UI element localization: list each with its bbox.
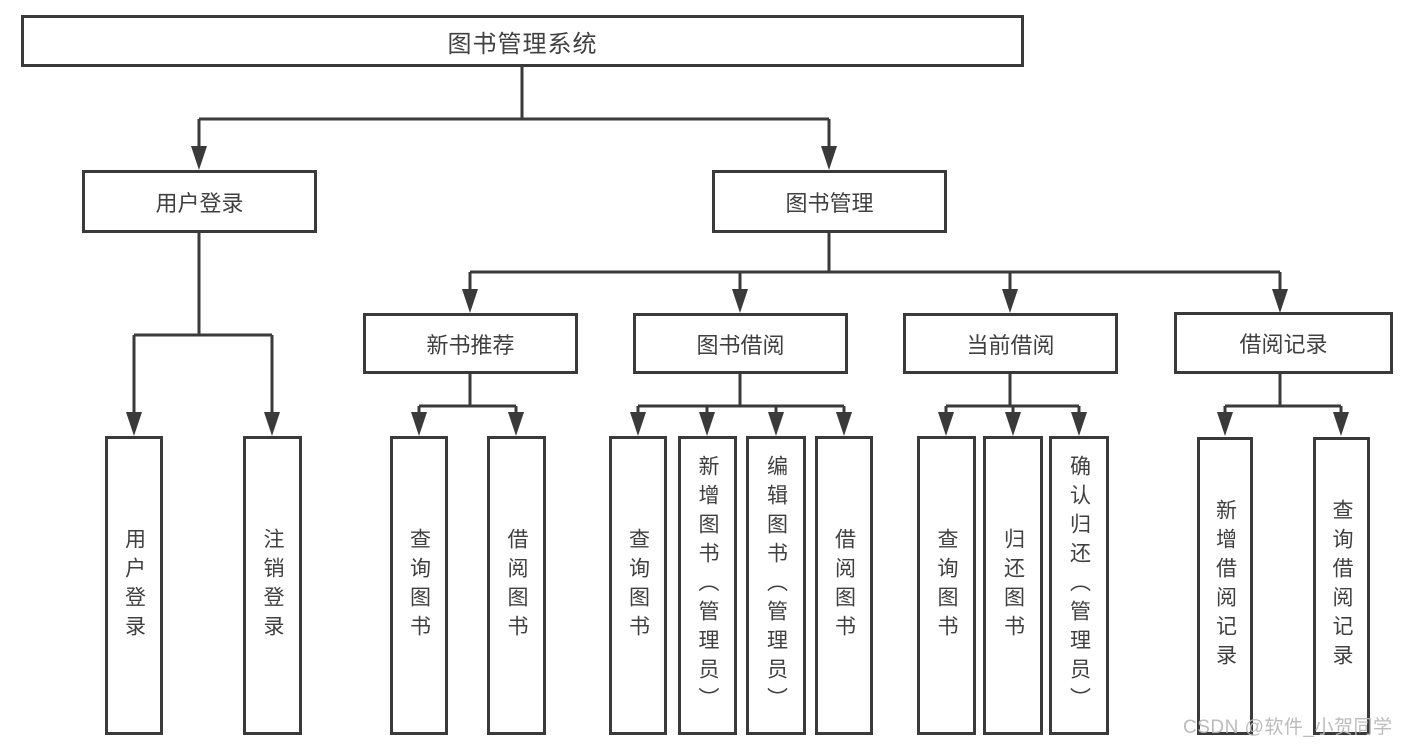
connector-book-management-branch bbox=[468, 232, 1282, 293]
leaf-label: 查询图书 bbox=[407, 527, 431, 644]
arrow-icon bbox=[732, 289, 748, 313]
leaf-confirm-return-admin: 确认归还（管理员） bbox=[1049, 436, 1109, 735]
node-current-borrow: 当前借阅 bbox=[903, 313, 1118, 374]
leaf-label: 确认归还（管理员） bbox=[1067, 455, 1091, 716]
node-label: 新书推荐 bbox=[426, 332, 515, 358]
leaf-label: 查询借阅记录 bbox=[1330, 499, 1353, 673]
connector-book-borrow-branch bbox=[636, 374, 846, 416]
node-borrow-records: 借阅记录 bbox=[1174, 312, 1393, 374]
leaf-add-borrow-record: 新增借阅记录 bbox=[1197, 437, 1253, 735]
arrow-icon bbox=[836, 412, 852, 436]
leaf-add-book-admin: 新增图书（管理员） bbox=[678, 436, 737, 735]
leaf-label: 借阅图书 bbox=[832, 527, 856, 644]
node-library-management-system: 图书管理系统 bbox=[21, 15, 1024, 67]
node-book-management: 图书管理 bbox=[712, 170, 947, 233]
leaf-query-books-recommend: 查询图书 bbox=[390, 436, 448, 735]
node-new-book-recommend: 新书推荐 bbox=[363, 313, 578, 374]
leaf-label: 查询图书 bbox=[935, 527, 958, 644]
leaf-label: 借阅图书 bbox=[505, 527, 528, 644]
arrow-icon bbox=[126, 412, 142, 436]
arrow-icon bbox=[264, 412, 280, 436]
connector-current-borrow-branch bbox=[944, 374, 1081, 416]
arrow-icon bbox=[1272, 289, 1288, 313]
leaf-label: 注销登录 bbox=[261, 527, 284, 644]
arrow-icon bbox=[191, 146, 207, 170]
node-label: 用户登录 bbox=[155, 190, 244, 216]
leaf-edit-book-admin: 编辑图书（管理员） bbox=[746, 436, 806, 735]
arrow-icon bbox=[462, 289, 478, 313]
leaf-borrow-books: 借阅图书 bbox=[815, 436, 873, 735]
leaf-logout: 注销登录 bbox=[243, 436, 302, 735]
leaf-borrow-books-recommend: 借阅图书 bbox=[487, 436, 546, 735]
node-user-login: 用户登录 bbox=[82, 170, 317, 233]
connector-borrow-records-branch bbox=[1223, 374, 1343, 416]
arrow-icon bbox=[1002, 289, 1018, 313]
leaf-label: 用户登录 bbox=[122, 527, 146, 644]
arrow-icon bbox=[1071, 412, 1087, 436]
arrow-icon bbox=[1005, 412, 1021, 436]
arrow-icon bbox=[508, 412, 524, 436]
leaf-query-books-borrow: 查询图书 bbox=[609, 436, 667, 735]
leaf-label: 归还图书 bbox=[1001, 527, 1025, 644]
leaf-return-books: 归还图书 bbox=[983, 436, 1043, 735]
arrow-icon bbox=[821, 146, 837, 170]
arrow-icon bbox=[411, 412, 427, 436]
node-label: 图书管理系统 bbox=[447, 30, 598, 58]
leaf-label: 查询图书 bbox=[626, 527, 650, 644]
arrow-icon bbox=[938, 412, 954, 436]
arrow-icon bbox=[768, 412, 784, 436]
connector-root-to-level2 bbox=[197, 67, 831, 150]
arrow-icon bbox=[630, 412, 646, 436]
leaf-query-books-current: 查询图书 bbox=[917, 436, 976, 735]
node-label: 借阅记录 bbox=[1239, 332, 1328, 357]
arrow-icon bbox=[699, 412, 715, 436]
csdn-watermark: CSDN @软件_小贺同学 bbox=[1183, 717, 1393, 738]
connector-user-login-branch bbox=[132, 232, 274, 416]
connector-new-book-branch bbox=[417, 374, 518, 416]
leaf-label: 新增借阅记录 bbox=[1213, 499, 1237, 673]
leaf-label: 编辑图书（管理员） bbox=[764, 455, 788, 716]
leaf-query-borrow-record: 查询借阅记录 bbox=[1313, 437, 1370, 735]
node-label: 图书管理 bbox=[785, 190, 874, 216]
arrow-icon bbox=[1217, 412, 1233, 436]
node-book-borrow: 图书借阅 bbox=[633, 313, 848, 374]
leaf-label: 新增图书（管理员） bbox=[696, 455, 719, 716]
node-label: 图书借阅 bbox=[696, 332, 785, 358]
leaf-user-login: 用户登录 bbox=[105, 436, 163, 735]
node-label: 当前借阅 bbox=[966, 332, 1055, 358]
arrow-icon bbox=[1333, 412, 1349, 436]
